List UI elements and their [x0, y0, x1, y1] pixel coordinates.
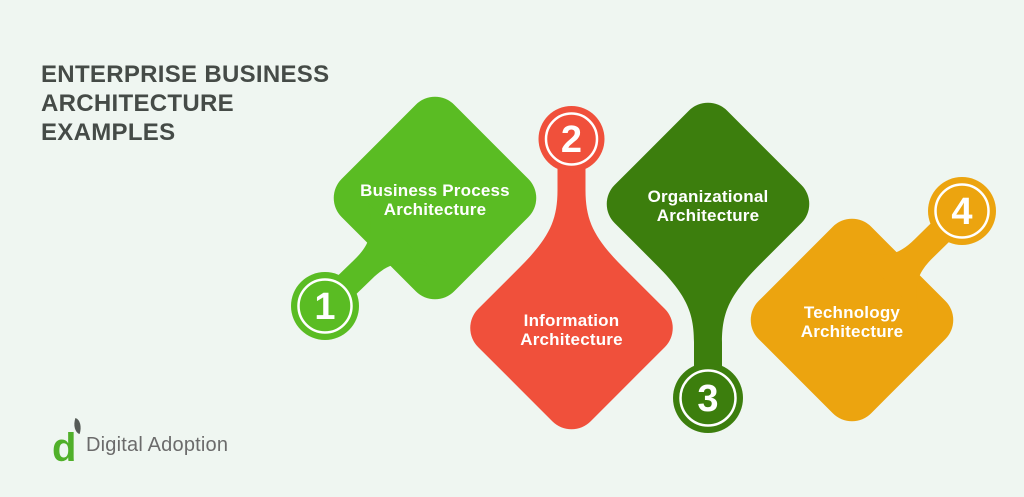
badge-ring-2 [544, 112, 599, 166]
label-technology-line-2: Architecture [801, 322, 904, 341]
logo-d-glyph: d [52, 426, 77, 470]
badge-circle-3 [673, 363, 743, 433]
badge-number-3: 3 [697, 378, 718, 420]
badge-ring-3 [679, 369, 737, 427]
label-organizational-line-2: Architecture [657, 206, 760, 225]
connector-organizational [646, 254, 770, 376]
badge-number-4: 4 [951, 191, 972, 233]
badge-circle-2 [538, 106, 605, 172]
badge-circle-1 [291, 272, 359, 340]
label-information-line-2: Architecture [520, 330, 623, 349]
unit-organizational: 3 Organizational Architecture [606, 102, 810, 433]
digital-adoption-logo: d Digital Adoption [52, 417, 229, 468]
unit-information: 2 Information Architecture [470, 106, 673, 430]
badge-number-1: 1 [314, 286, 335, 328]
connector-business-process [329, 203, 430, 303]
badge-ring-1 [297, 278, 353, 334]
page-title-line-1: ENTERPRISE BUSINESS [41, 61, 330, 88]
badge-ring-4 [934, 183, 990, 239]
connector-technology [857, 215, 958, 315]
label-organizational-line-1: Organizational [648, 187, 769, 206]
badge-number-2: 2 [561, 119, 582, 161]
label-business-process-line-1: Business Process [360, 181, 510, 200]
badge-circle-4 [928, 177, 996, 245]
page-title-line-3: EXAMPLES [41, 119, 176, 146]
label-technology-line-1: Technology [804, 303, 900, 322]
logo-text: Digital Adoption [86, 434, 229, 456]
label-information-line-1: Information [524, 311, 620, 330]
connector-information [509, 160, 634, 278]
page-title: ENTERPRISE BUSINESS ARCHITECTURE EXAMPLE… [41, 60, 329, 147]
label-business-process-line-2: Architecture [384, 200, 487, 219]
unit-business-process: 1 Business Process Architecture [291, 96, 537, 340]
unit-technology: 4 Technology Architecture [750, 177, 996, 422]
page-title-line-2: ARCHITECTURE [41, 90, 234, 117]
logo-mark: d [52, 417, 84, 468]
